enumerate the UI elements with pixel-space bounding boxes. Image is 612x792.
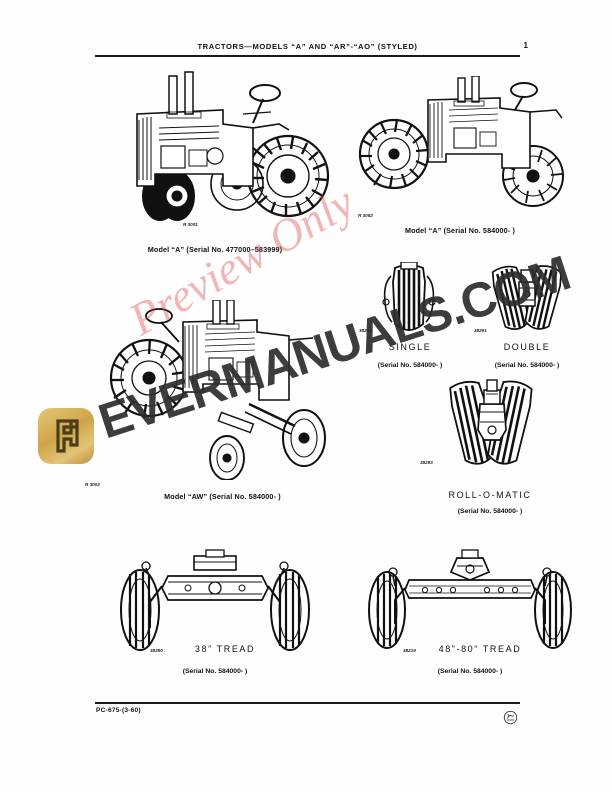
figure-number-tread-48-80: 38219 bbox=[403, 648, 416, 653]
serial-roll-o-matic: (Serial No. 584000- ) bbox=[457, 508, 523, 515]
figure-tread-38: 38290 38” TREAD (Serial No. 584000- ) bbox=[100, 548, 330, 688]
serial-tread-38: (Serial No. 584000- ) bbox=[182, 668, 248, 675]
figure-number-roll-o-matic: 38293 bbox=[420, 460, 433, 465]
page-title: TRACTORS—MODELS “A” AND “AR”-“AO” (STYLE… bbox=[197, 42, 418, 51]
header-divider bbox=[95, 55, 520, 57]
figure-model-aw: R 3002 Model “AW” (Serial No. 584000- ) bbox=[85, 300, 335, 505]
figure-number-front-end-double: 38291 bbox=[474, 328, 487, 333]
figure-number-tread-38: 38290 bbox=[150, 648, 163, 653]
tractor-illustration-model-a-late bbox=[350, 76, 575, 226]
label-front-end-double: DOUBLE bbox=[503, 342, 551, 352]
figure-front-end-double: 38291 DOUBLE (Serial No. 584000- ) bbox=[472, 262, 582, 372]
front-end-single-illustration bbox=[377, 262, 441, 342]
publication-code: PC-675-(3-60) bbox=[96, 707, 141, 714]
figure-roll-o-matic: 38293 ROLL-O-MATIC (Serial No. 584000- ) bbox=[420, 378, 560, 533]
page-number: 1 bbox=[523, 41, 528, 50]
figure-number-model-a-late: R 3092 bbox=[358, 213, 373, 218]
serial-tread-48-80: (Serial No. 584000- ) bbox=[437, 668, 503, 675]
figure-model-a-late: R 3092 Model “A” (Serial No. 584000- ) bbox=[340, 68, 580, 248]
figure-tread-48-80: 38219 48”-80” TREAD (Serial No. 584000- … bbox=[355, 548, 585, 688]
figure-number-model-aw: R 3002 bbox=[85, 482, 100, 487]
caption-model-a-late: Model “A” (Serial No. 584000- ) bbox=[404, 226, 516, 235]
front-end-double-illustration bbox=[486, 262, 568, 342]
page-footer: PC-675-(3-60) bbox=[95, 702, 520, 726]
tractor-illustration-model-a-early bbox=[103, 68, 333, 228]
figure-front-end-single: 38292 SINGLE (Serial No. 584000- ) bbox=[355, 262, 465, 372]
tread-38-illustration bbox=[110, 548, 320, 656]
figure-model-a-early: R 3001 Model “A” (Serial No. 477000–5839… bbox=[95, 68, 335, 258]
serial-front-end-single: (Serial No. 584000- ) bbox=[377, 362, 443, 369]
serial-front-end-double: (Serial No. 584000- ) bbox=[494, 362, 560, 369]
footer-divider bbox=[95, 702, 520, 704]
label-tread-38: 38” TREAD bbox=[194, 644, 256, 654]
figure-number-front-end-single: 38292 bbox=[359, 328, 372, 333]
label-front-end-single: SINGLE bbox=[388, 342, 432, 352]
figure-number-model-a-early: R 3001 bbox=[183, 222, 198, 227]
tread-48-80-illustration bbox=[365, 548, 575, 656]
page-header: TRACTORS—MODELS “A” AND “AR”-“AO” (STYLE… bbox=[95, 41, 528, 64]
manufacturer-logo-icon bbox=[503, 710, 518, 725]
label-tread-48-80: 48”-80” TREAD bbox=[438, 644, 522, 654]
caption-model-a-early: Model “A” (Serial No. 477000–583999) bbox=[147, 245, 283, 254]
tractor-illustration-model-aw bbox=[99, 300, 334, 480]
roll-o-matic-illustration bbox=[444, 378, 540, 488]
label-roll-o-matic: ROLL-O-MATIC bbox=[448, 490, 532, 500]
caption-model-aw: Model “AW” (Serial No. 584000- ) bbox=[164, 492, 281, 501]
